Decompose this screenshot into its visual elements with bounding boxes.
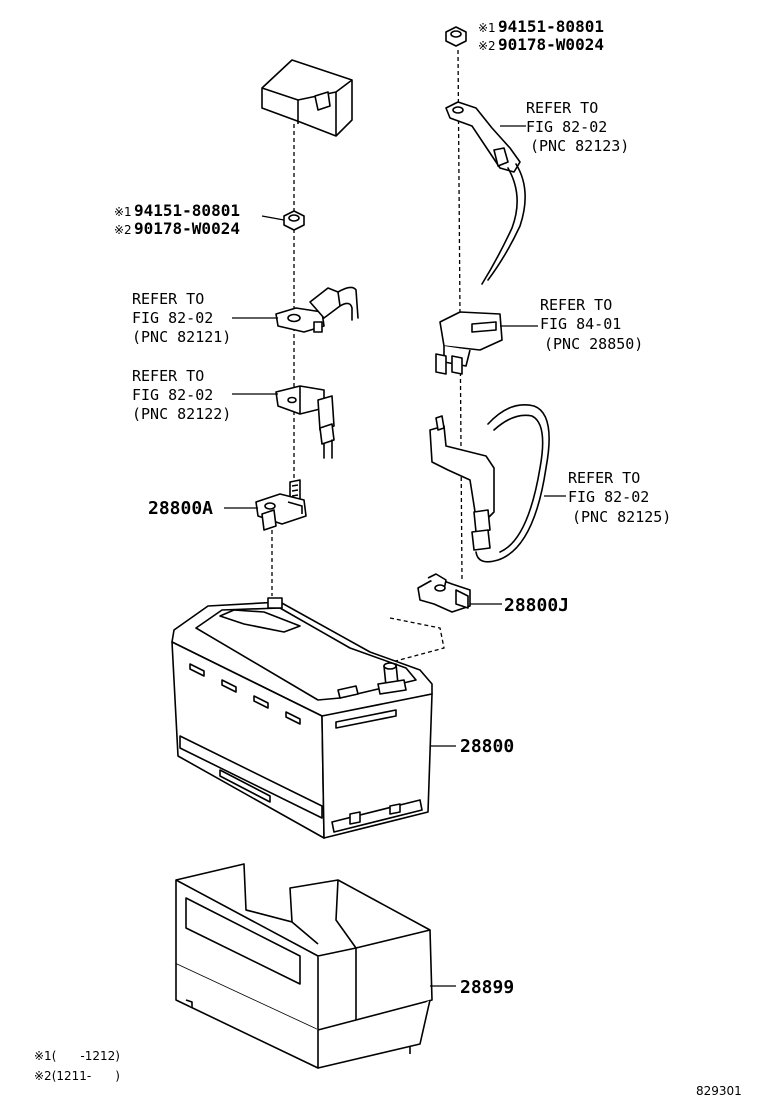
cable-82121 xyxy=(275,286,359,333)
label-28800a: 28800A xyxy=(148,498,213,519)
label-28800j: 28800J xyxy=(504,595,569,616)
ref-line-2: FIG 82-02 xyxy=(132,309,213,327)
footnote-1: ※1( -1212) xyxy=(34,1049,120,1063)
label-ref-82121: REFER TO FIG 82-02 (PNC 82121) xyxy=(132,290,231,346)
label-ref-82122: REFER TO FIG 82-02 (PNC 82122) xyxy=(132,367,231,423)
align-line-terminal-j xyxy=(389,617,445,663)
ref-line-2: FIG 82-02 xyxy=(132,386,213,404)
label-ref-28850: REFER TO FIG 84-01 (PNC 28850) xyxy=(540,296,643,353)
cable-82125 xyxy=(429,404,550,563)
terminal-28800j xyxy=(417,573,471,613)
ref-line-3: (PNC 82122) xyxy=(132,405,231,423)
ref-line-3: (PNC 82125) xyxy=(572,508,671,526)
ref-line-1: REFER TO xyxy=(568,469,640,487)
label-28899: 28899 xyxy=(460,977,514,998)
battery-tray-28899 xyxy=(175,863,433,1069)
label-ref-82123: REFER TO FIG 82-02 (PNC 82123) xyxy=(526,99,629,155)
terminal-28800a xyxy=(255,479,307,531)
part-number: 90178-W0024 xyxy=(134,219,240,238)
figure-id: 829301 xyxy=(696,1084,742,1098)
ref-line-2: FIG 82-02 xyxy=(568,488,649,506)
ref-line-1: REFER TO xyxy=(526,99,598,117)
mark-2: ※2 xyxy=(114,223,132,237)
battery-28800 xyxy=(171,597,433,839)
part-number: 90178-W0024 xyxy=(498,35,604,54)
ref-line-1: REFER TO xyxy=(540,296,612,314)
cable-82122 xyxy=(275,385,335,459)
footnote-2: ※2(1211- ) xyxy=(34,1069,120,1083)
ref-line-1: REFER TO xyxy=(132,367,204,385)
mark-1: ※1 xyxy=(478,21,496,35)
align-line-right xyxy=(457,49,463,581)
leader-lines xyxy=(224,125,566,987)
cable-82123 xyxy=(445,101,526,285)
ref-line-1: REFER TO xyxy=(132,290,204,308)
part-number: 94151-80801 xyxy=(134,201,240,220)
label-left-nut: ※1 94151-80801 ※2 90178-W0024 xyxy=(114,201,240,238)
ref-line-3: (PNC 28850) xyxy=(544,335,643,353)
ref-line-2: FIG 82-02 xyxy=(526,118,607,136)
fusible-link-28850 xyxy=(435,311,503,375)
label-ref-82125: REFER TO FIG 82-02 (PNC 82125) xyxy=(568,469,671,526)
ref-line-2: FIG 84-01 xyxy=(540,315,621,333)
mark-1: ※1 xyxy=(114,205,132,219)
mark-2: ※2 xyxy=(478,39,496,53)
label-28800: 28800 xyxy=(460,736,514,757)
top-right-nut xyxy=(445,26,467,47)
terminal-cover xyxy=(261,59,353,137)
ref-line-3: (PNC 82121) xyxy=(132,328,231,346)
label-top-right-nut: ※1 94151-80801 ※2 90178-W0024 xyxy=(478,17,604,54)
ref-line-3: (PNC 82123) xyxy=(530,137,629,155)
part-number: 94151-80801 xyxy=(498,17,604,36)
left-nut xyxy=(283,210,305,231)
